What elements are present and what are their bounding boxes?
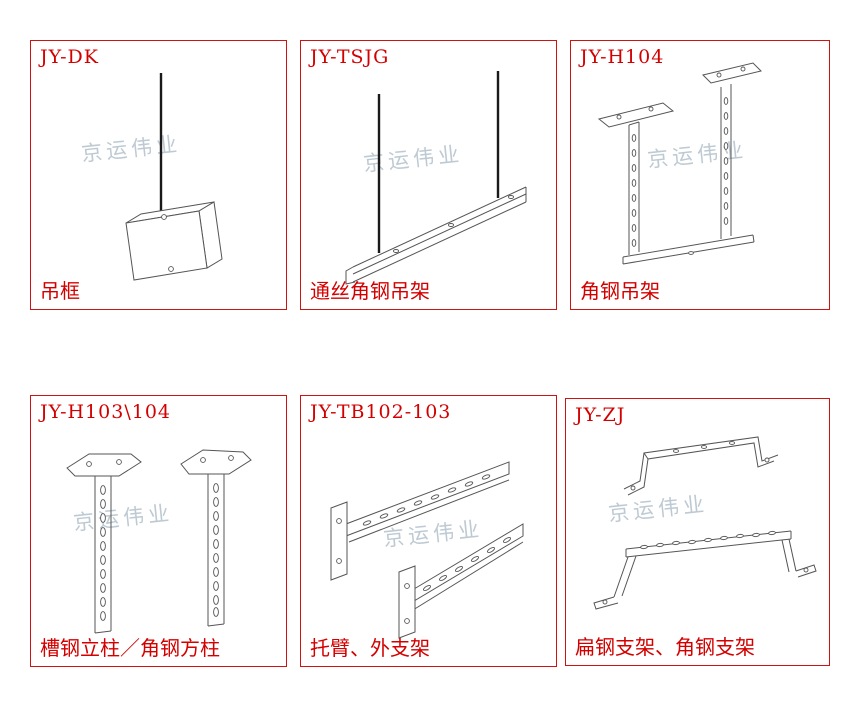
- product-caption: 吊框: [40, 279, 80, 303]
- product-panel-jy-h103-104: JY-H103\104 京运伟业: [30, 395, 287, 667]
- product-code: JY-TB102-103: [310, 401, 452, 423]
- product-caption: 扁钢支架、角钢支架: [575, 635, 755, 659]
- cantilever-arm-drawing: [330, 461, 524, 639]
- product-caption: 槽钢立柱／角钢方柱: [40, 636, 220, 660]
- product-caption: 托臂、外支架: [310, 636, 430, 660]
- hanging-frame-drawing: [125, 73, 223, 281]
- product-code: JY-ZJ: [575, 404, 626, 426]
- product-panel-jy-zj: JY-ZJ 京运伟业: [565, 398, 830, 666]
- product-panel-jy-tsjg: JY-TSJG 京运伟业 通丝角钢吊架: [300, 40, 557, 310]
- product-panel-jy-tb102-103: JY-TB102-103 京运伟业: [300, 395, 557, 667]
- product-panel-jy-dk: JY-DK 京运伟业 吊框: [30, 40, 287, 310]
- product-caption: 角钢吊架: [580, 279, 660, 303]
- product-code: JY-DK: [40, 46, 99, 68]
- product-code: JY-H103\104: [40, 401, 171, 423]
- angle-steel-hanger-drawing: [597, 62, 762, 265]
- channel-column-drawing: [66, 449, 252, 634]
- product-panel-jy-h104: JY-H104 京运伟业: [570, 40, 830, 310]
- product-code: JY-H104: [580, 46, 665, 68]
- flat-steel-bracket-drawing: [593, 436, 817, 610]
- product-caption: 通丝角钢吊架: [310, 279, 430, 303]
- threaded-rod-hanger-drawing: [345, 71, 527, 285]
- product-code: JY-TSJG: [310, 46, 390, 68]
